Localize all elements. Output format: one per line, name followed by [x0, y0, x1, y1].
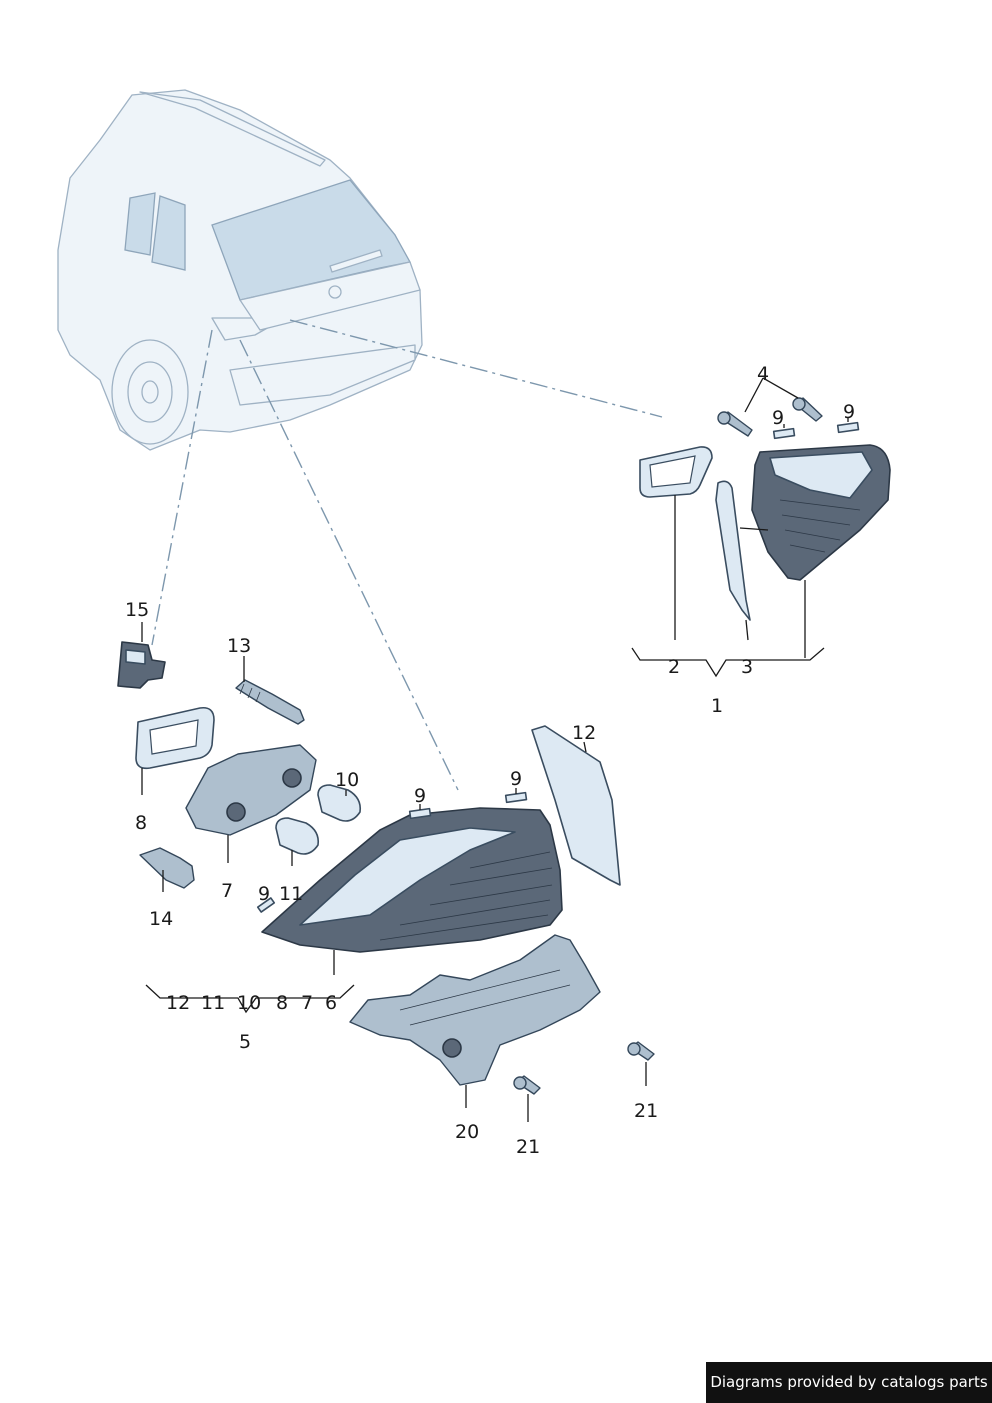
- callout-1: 1: [711, 695, 723, 717]
- connector-15: [117, 641, 166, 689]
- clip-9e: [256, 897, 276, 913]
- group-item-7: 7: [301, 992, 313, 1014]
- callout-10: 10: [335, 769, 359, 791]
- bulb-11: [275, 817, 320, 855]
- inner-tail-light-group: [631, 377, 891, 678]
- callout-20: 20: [455, 1121, 479, 1143]
- adjuster-13: [235, 679, 305, 725]
- group-item-8: 8: [276, 992, 288, 1014]
- attribution-banner: Diagrams provided by catalogs parts: [706, 1362, 992, 1403]
- group-item-11: 11: [201, 992, 225, 1014]
- callout-3: 3: [741, 656, 753, 678]
- seal-strip-3: [715, 480, 751, 621]
- callout-9b: 9: [843, 401, 855, 423]
- vehicle-rear-illustration: [57, 89, 423, 451]
- bulb-holder-7: [185, 744, 317, 836]
- projection-line-outer-light: [239, 339, 459, 791]
- callout-5: 5: [239, 1031, 251, 1053]
- callout-21b: 21: [634, 1100, 658, 1122]
- group-item-12: 12: [166, 992, 190, 1014]
- callout-14: 14: [149, 908, 173, 930]
- clip-9b: [836, 421, 860, 434]
- callout-9d: 9: [510, 768, 522, 790]
- callout-12: 12: [572, 722, 596, 744]
- callout-7: 7: [221, 880, 233, 902]
- callout-9a: 9: [772, 407, 784, 429]
- cover-12: [531, 725, 621, 886]
- group-item-10: 10: [237, 992, 261, 1014]
- callout-21a: 21: [516, 1136, 540, 1158]
- callout-15: 15: [125, 599, 149, 621]
- projection-line-inner-light: [289, 319, 663, 418]
- clip-9d: [504, 791, 528, 804]
- callout-2: 2: [668, 656, 680, 678]
- clip-9c: [408, 807, 432, 820]
- callout-13: 13: [227, 635, 251, 657]
- callout-4: 4: [757, 363, 769, 385]
- bulb-10: [317, 784, 362, 822]
- clip-9a: [772, 427, 796, 440]
- callout-9e: 9: [258, 883, 270, 905]
- socket-14: [139, 847, 195, 889]
- callout-9c: 9: [414, 785, 426, 807]
- callout-labels: 4 9 9 2 3 1 15 13 12 10 9 9 8 7 9 11 14 …: [125, 363, 855, 1158]
- group-item-6: 6: [325, 992, 337, 1014]
- mounting-bracket-20: [349, 934, 601, 1086]
- callout-11: 11: [279, 883, 303, 905]
- callout-8: 8: [135, 812, 147, 834]
- projection-line-connector: [151, 329, 213, 646]
- outer-tail-light-group: [117, 622, 655, 1122]
